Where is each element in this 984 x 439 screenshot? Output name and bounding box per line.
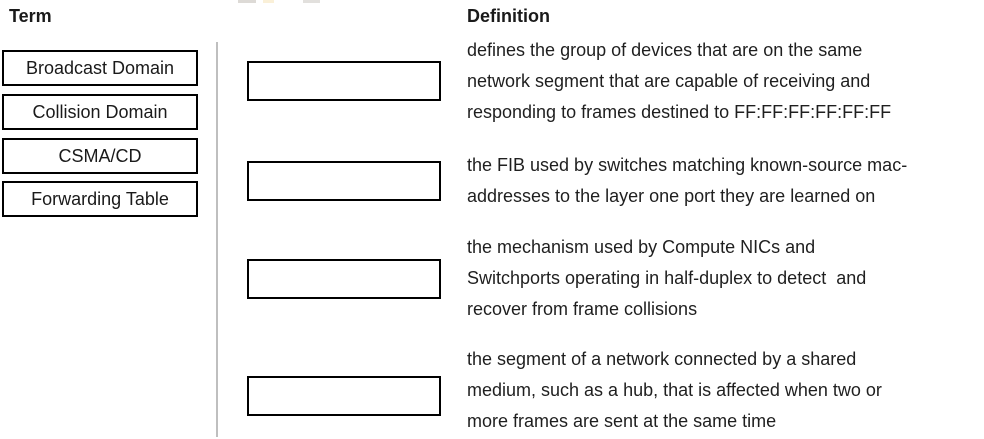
definition-line: more frames are sent at the same time (467, 411, 777, 431)
cropped-content-fragment (303, 0, 320, 3)
definition-line: the mechanism used by Compute NICs and (467, 237, 816, 257)
cropped-content-fragment (263, 0, 274, 3)
definition-line: Switchports operating in half-duplex to … (467, 268, 867, 288)
term-item-collision-domain[interactable]: Collision Domain (2, 94, 198, 130)
definition-text-4: the segment of a network connected by a … (467, 344, 972, 437)
term-item-forwarding-table[interactable]: Forwarding Table (2, 181, 198, 217)
definition-line: addresses to the layer one port they are… (467, 186, 876, 206)
term-item-broadcast-domain[interactable]: Broadcast Domain (2, 50, 198, 86)
column-divider (216, 42, 218, 437)
cropped-content-fragment (238, 0, 256, 3)
term-column-header: Term (9, 6, 52, 26)
definition-line: the FIB used by switches matching known-… (467, 155, 908, 175)
definition-text-2: the FIB used by switches matching known-… (467, 150, 972, 212)
definition-line: defines the group of devices that are on… (467, 40, 863, 60)
drop-target-4[interactable] (247, 376, 441, 416)
definition-line: responding to frames destined to FF:FF:F… (467, 102, 892, 122)
drop-target-1[interactable] (247, 61, 441, 101)
definition-line: medium, such as a hub, that is affected … (467, 380, 882, 400)
definition-text-3: the mechanism used by Compute NICs and S… (467, 232, 972, 325)
definition-line: recover from frame collisions (467, 299, 698, 319)
definition-line: the segment of a network connected by a … (467, 349, 857, 369)
definition-text-1: defines the group of devices that are on… (467, 35, 972, 128)
drop-target-3[interactable] (247, 259, 441, 299)
definition-column-header: Definition (467, 6, 550, 26)
drop-target-2[interactable] (247, 161, 441, 201)
definition-line: network segment that are capable of rece… (467, 71, 871, 91)
term-item-csma-cd[interactable]: CSMA/CD (2, 138, 198, 174)
